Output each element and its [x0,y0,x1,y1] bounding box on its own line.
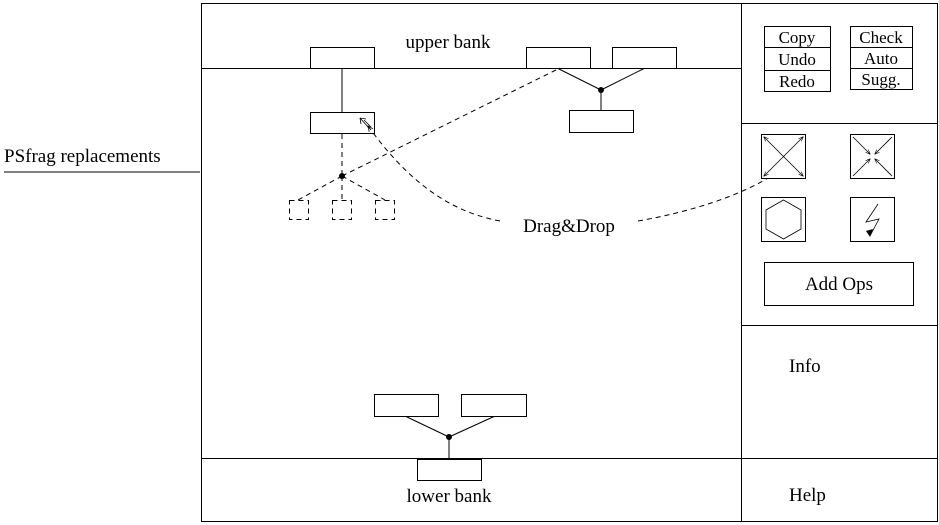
upper-bank-node-1[interactable] [310,47,375,69]
candidate-link [341,67,561,177]
upper-join [557,68,645,133]
check-auto-sugg-box [850,26,913,90]
copy-button[interactable]: Copy [779,28,816,47]
hexagon-icon[interactable] [761,197,806,242]
expand-arrows-icon[interactable] [761,134,806,179]
candidate-node-3[interactable] [375,200,395,220]
candidate-node-2[interactable] [332,200,352,220]
lower-bank-label: lower bank [407,486,492,507]
psfrag-label-text: PSfrag replacements [4,146,161,167]
candidate-node-1[interactable] [289,200,309,220]
undo-button[interactable]: Undo [778,50,816,69]
lower-join-input-1[interactable] [374,394,439,417]
drag-drop-label: Drag&Drop [523,216,615,237]
lower-join [374,394,527,459]
lower-bank-node[interactable] [417,459,482,481]
check-button[interactable]: Check [859,28,903,47]
ops-panel: Add Ops [761,134,914,306]
lightning-icon[interactable] [850,197,895,242]
upper-join-dot [598,87,604,93]
upper-bank[interactable]: upper bank [310,32,677,69]
lower-bank[interactable]: lower bank [407,459,492,508]
check-auto-sugg-group: Check Auto Sugg. [850,26,913,90]
sugg-button[interactable]: Sugg. [861,70,900,89]
drag-drop-curve-right [637,174,774,222]
add-ops-button[interactable]: Add Ops [764,262,914,306]
upper-bank-node-2[interactable] [526,47,591,69]
lower-join-input-2[interactable] [461,394,527,417]
main-frame [201,3,938,522]
lower-join-dot [446,434,452,440]
info-label: Info [789,356,821,377]
psfrag-label: PSfrag replacements [4,146,200,173]
redo-button[interactable]: Redo [779,72,815,91]
help-button[interactable]: Help [789,485,826,506]
upper-bank-node-3[interactable] [612,47,677,69]
copy-undo-redo-group: Copy Undo Redo [764,26,831,92]
drag-drop-curve-left [368,126,501,222]
edit-buttons-panel: Copy Undo Redo Check Auto Sugg. [764,26,913,92]
upper-bank-label: upper bank [406,32,491,53]
candidate-split [289,134,395,220]
auto-button[interactable]: Auto [864,49,898,68]
upper-join-result-node[interactable] [569,110,634,133]
copy-undo-redo-box [764,26,831,92]
contract-arrows-icon[interactable] [850,134,895,179]
add-ops-label: Add Ops [805,274,873,295]
dragged-target-node[interactable] [310,112,375,134]
